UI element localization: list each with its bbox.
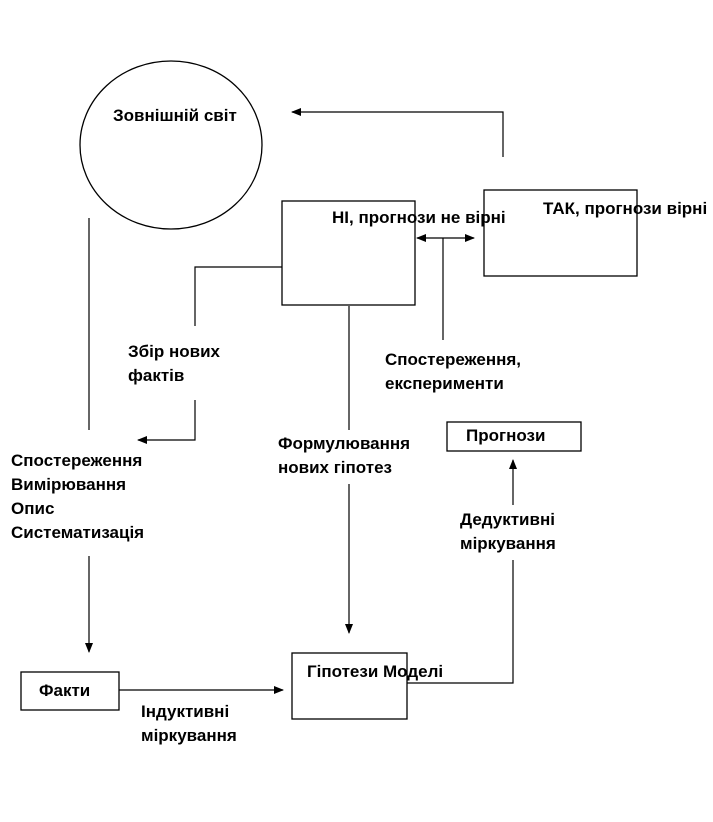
inductive-label: Індуктивні міркування bbox=[141, 700, 237, 748]
no-box-line-1: НІ, bbox=[332, 208, 354, 227]
observations-experiments-line-2: експерименти bbox=[385, 374, 504, 393]
yes-box-line-3: вірні bbox=[666, 199, 708, 218]
hypotheses-label: Гіпотези Моделі bbox=[307, 661, 443, 683]
arrow-yes-to-world bbox=[291, 108, 504, 157]
inductive-line-2: міркування bbox=[141, 726, 237, 745]
arrow-collect-facts-lower bbox=[137, 400, 196, 444]
deductive-line-1: Дедуктивні bbox=[460, 510, 555, 529]
deductive-line-2: міркування bbox=[460, 534, 556, 553]
hypotheses-line-2: Моделі bbox=[383, 662, 444, 681]
yes-box-label: ТАК, прогнози вірні bbox=[507, 198, 707, 220]
predictions-label: Прогнози bbox=[466, 426, 546, 445]
yes-box bbox=[483, 189, 638, 277]
no-box-line-2: прогнози bbox=[358, 208, 436, 227]
collect-facts-line-1: Збір нових bbox=[128, 342, 220, 361]
observation-list-label: Спостереження Вимірювання Опис Системати… bbox=[11, 449, 144, 545]
observation-list-line-3: Опис bbox=[11, 499, 55, 518]
no-box-label: НІ, прогнози не вірні bbox=[298, 207, 506, 229]
arrow-collect-facts bbox=[194, 266, 282, 326]
no-box-line-3: не вірні bbox=[440, 208, 506, 227]
collect-facts-label: Збір нових фактів bbox=[128, 340, 220, 388]
facts-box bbox=[20, 671, 120, 711]
external-world-line-1: Зовнішній bbox=[113, 106, 200, 125]
yes-box-line-2: прогнози bbox=[584, 199, 662, 218]
external-world-ellipse bbox=[79, 60, 263, 230]
observation-list-line-2: Вимірювання bbox=[11, 475, 127, 494]
predictions-box bbox=[446, 421, 582, 452]
hypotheses-line-1: Гіпотези bbox=[307, 662, 379, 681]
inductive-line-1: Індуктивні bbox=[141, 702, 230, 721]
formulate-hypotheses-line-1: Формулювання bbox=[278, 434, 411, 453]
observations-experiments-line-1: Спостереження, bbox=[385, 350, 522, 369]
collect-facts-line-2: фактів bbox=[128, 366, 185, 385]
yes-box-line-1: ТАК, bbox=[543, 199, 580, 218]
formulate-hypotheses-line-2: нових гіпотез bbox=[278, 458, 392, 477]
no-box bbox=[281, 200, 416, 306]
external-world-label: Зовнішній світ bbox=[113, 105, 237, 127]
external-world-line-2: світ bbox=[203, 106, 237, 125]
facts-label: Факти bbox=[39, 681, 91, 700]
hypotheses-box bbox=[291, 652, 408, 720]
observation-list-line-4: Систематизація bbox=[11, 523, 145, 542]
observation-list-line-1: Спостереження bbox=[11, 451, 143, 470]
observations-experiments-label: Спостереження, експерименти bbox=[385, 348, 521, 396]
formulate-hypotheses-label: Формулювання нових гіпотез bbox=[278, 432, 410, 480]
line-hypotheses-to-deductive bbox=[407, 560, 514, 684]
deductive-label: Дедуктивні міркування bbox=[460, 508, 556, 556]
